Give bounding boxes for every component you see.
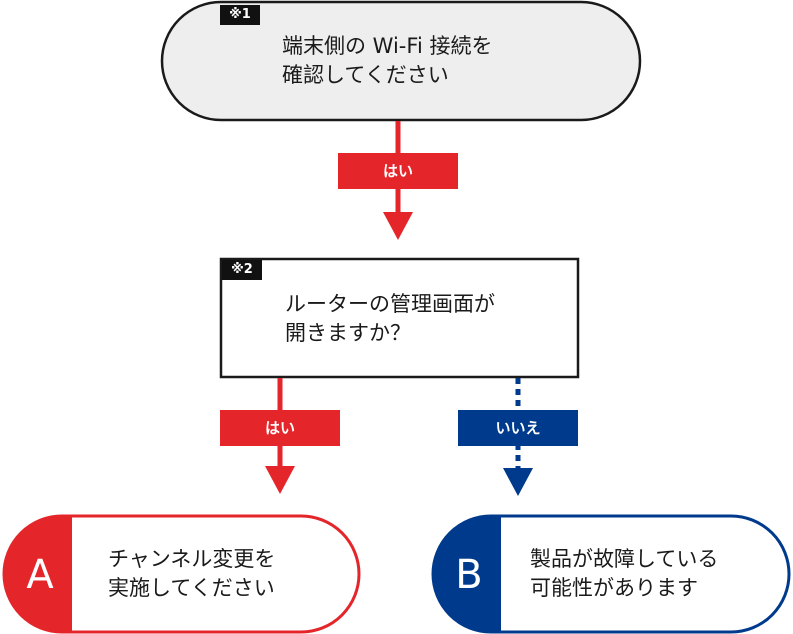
result-a-letter: A [26,552,54,598]
result-b-letter-bg [433,516,501,632]
result-b-line-2: 可能性があります [530,576,698,600]
result-a-text: チャンネル変更を 実施してください [108,545,275,603]
arrow-router-yes-head [265,466,295,494]
router-note-badge: ※2 [222,260,262,280]
result-b-letter: B [455,552,483,598]
edge-label-start-yes: はい [338,153,458,189]
arrow-start-to-router-head [383,212,413,240]
result-a-letter-bg [4,516,72,632]
result-b-text: 製品が故障している 可能性があります [530,545,718,603]
start-line-1: 端末側の Wi-Fi 接続を [282,34,493,58]
start-note-badge: ※1 [220,5,260,25]
start-line-2: 確認してください [282,63,449,87]
edge-label-router-yes: はい [220,410,340,446]
result-b-line-1: 製品が故障している [530,547,719,571]
edge-label-router-no: いいえ [458,410,578,446]
router-line-1: ルーターの管理画面が [285,292,495,316]
result-a-line-2: 実施してください [108,576,275,600]
router-check-node-shape [219,257,580,379]
arrow-router-no-head [503,468,533,496]
start-node-shape [160,0,642,122]
start-node-text: 端末側の Wi-Fi 接続を 確認してください [282,32,492,90]
router-line-2: 開きますか？ [285,321,411,345]
result-a-line-1: チャンネル変更を [108,547,276,571]
router-check-text: ルーターの管理画面が 開きますか？ [285,290,495,348]
